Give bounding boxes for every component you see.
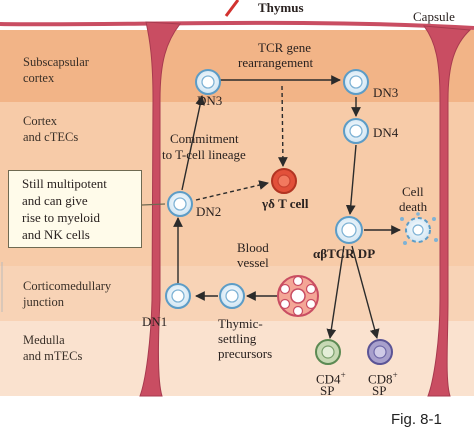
note-line-2: and can give [22, 193, 88, 208]
zone-cortex-line2: and cTECs [23, 130, 79, 144]
medulla-band [0, 321, 474, 396]
title-pointer-line [224, 0, 240, 17]
note-line-4: and NK cells [22, 227, 90, 242]
precursors-line2: settling [218, 331, 257, 346]
precursors-line3: precursors [218, 346, 273, 361]
zone-medulla-line2: and mTECs [23, 349, 83, 363]
cd4-sp-label: SP [320, 383, 335, 398]
commitment-line1: Commitment [170, 131, 239, 146]
cell-death-line2: death [399, 199, 428, 214]
dn3-right-cell [343, 69, 369, 95]
cd4-text: CD4 [316, 371, 341, 387]
zone-junction-line1: Corticomedullary [23, 279, 112, 293]
cd8-label: CD8+ [368, 368, 398, 386]
note-line-3: rise to myeloid [22, 210, 100, 225]
precursors-line1: Thymic- [218, 316, 263, 331]
dp-label: αβTCR DP [313, 246, 376, 261]
septum-left [139, 21, 181, 397]
figure-label: Fig. 8-1 [391, 411, 442, 428]
dn3-left-cell [195, 69, 221, 95]
zone-subcapsular-line1: Subscapsular [23, 55, 89, 69]
tcr-gene-line1: TCR gene [258, 40, 312, 55]
cd8-superscript: + [392, 370, 398, 380]
cd4-cell [315, 339, 341, 365]
cell-death-line1: Cell [402, 184, 424, 199]
dn3-right-label: DN3 [373, 85, 399, 100]
commitment-line2: to T-cell lineage [162, 147, 246, 162]
dn4-label: DN4 [373, 125, 399, 140]
cd4-superscript: + [340, 370, 346, 380]
dn2-cell [167, 191, 193, 217]
arrow-dp-to-cd4 [326, 245, 345, 339]
zone-medulla-line1: Medulla [23, 333, 65, 347]
dn1-label: DN1 [142, 314, 168, 329]
gd-t-cell-label: γδ T cell [262, 196, 309, 211]
gd-t-cell [271, 168, 297, 194]
dn3-left-label: DN3 [197, 93, 223, 108]
dn4-cell [343, 118, 369, 144]
arrow-dn4-to-dp [345, 144, 357, 215]
arrow-dp-to-cd8 [351, 245, 380, 339]
diagram-title: Thymus [258, 0, 304, 15]
dn2-label: DN2 [196, 204, 222, 219]
blood-vessel-line2: vessel [237, 255, 269, 270]
zone-cortex-line1: Cortex [23, 114, 58, 128]
arrow-dn3-to-gd [277, 85, 288, 167]
arrow-dn2-to-dn3 [181, 95, 205, 191]
precursor-cell [219, 283, 245, 309]
septum-right [422, 25, 472, 397]
dn1-cell [165, 283, 191, 309]
dying-cell [400, 212, 438, 245]
capsule-edge [0, 20, 474, 30]
note-line-1: Still multipotent [22, 176, 107, 191]
cd8-sp-label: SP [372, 383, 387, 398]
blood-vessel [277, 275, 319, 317]
dp-cell [335, 216, 363, 244]
cd4-label: CD4+ [316, 368, 346, 386]
capsule-label: Capsule [413, 9, 455, 24]
cd8-cell [367, 339, 393, 365]
zone-junction-line2: junction [23, 295, 64, 309]
blood-vessel-line1: Blood [237, 240, 269, 255]
multipotent-note: Still multipotent and can give rise to m… [8, 170, 142, 248]
cd8-text: CD8 [368, 371, 393, 387]
note-connector [141, 203, 166, 206]
subcapsular-band [0, 30, 474, 102]
zone-subcapsular-line2: cortex [23, 71, 55, 85]
tcr-gene-line2: rearrangement [238, 55, 314, 70]
arrow-dn2-to-gd [195, 180, 269, 201]
